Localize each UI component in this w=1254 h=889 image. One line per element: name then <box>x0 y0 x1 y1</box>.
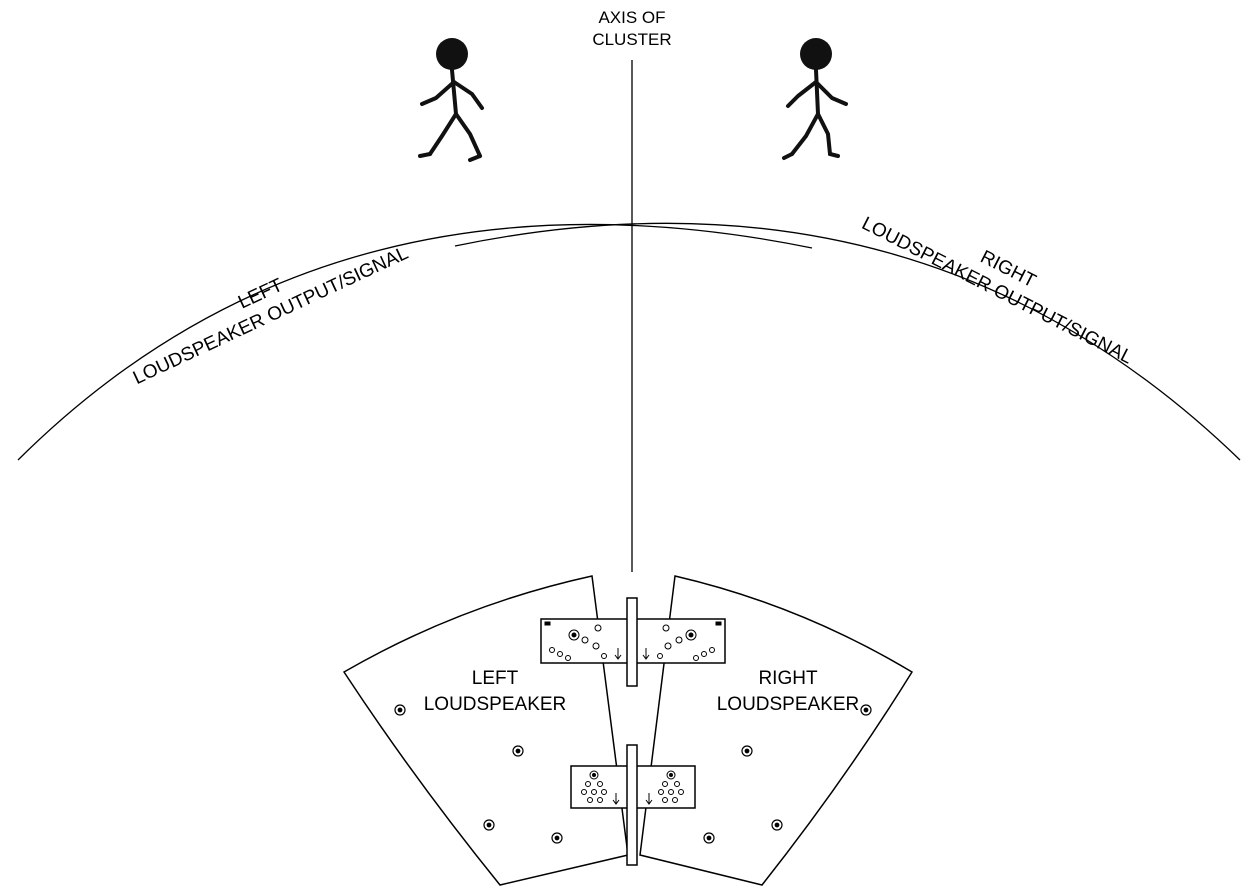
axis-label-line1: AXIS OF <box>598 8 665 27</box>
mounting-bolt-icon <box>512 745 524 757</box>
walking-person-icon <box>418 38 484 162</box>
mounting-bolt-icon <box>483 819 495 831</box>
mounting-bolt-icon <box>394 704 406 716</box>
right-signal-label-line2: LOUDSPEAKER OUTPUT/SIGNAL <box>858 213 1136 368</box>
mounting-bolt-icon <box>860 704 872 716</box>
walking-person-icon <box>782 38 848 160</box>
mounting-bolt-icon <box>771 819 783 831</box>
mounting-bolt-icon <box>551 832 563 844</box>
bottom-rigging-bracket <box>570 744 696 866</box>
mounting-bolt-icon <box>703 832 715 844</box>
right-output-arc <box>454 222 1241 461</box>
mounting-bolt-icon <box>741 745 753 757</box>
left-signal-label-line2: LOUDSPEAKER OUTPUT/SIGNAL <box>130 243 412 389</box>
mounting-bolts <box>394 704 872 844</box>
left-signal-label: LEFT LOUDSPEAKER OUTPUT/SIGNAL <box>130 243 412 389</box>
left-speaker-label-line2: LOUDSPEAKER <box>424 694 567 715</box>
right-signal-label: RIGHT LOUDSPEAKER OUTPUT/SIGNAL <box>858 213 1136 368</box>
right-speaker-label-line2: LOUDSPEAKER <box>717 694 860 715</box>
left-speaker-label-line1: LEFT <box>472 668 519 689</box>
axis-label-line2: CLUSTER <box>592 30 671 49</box>
left-output-arc <box>17 223 813 461</box>
right-loudspeaker-cabinet <box>639 575 914 886</box>
top-rigging-bracket <box>540 597 726 687</box>
right-speaker-label-line1: RIGHT <box>758 668 818 689</box>
